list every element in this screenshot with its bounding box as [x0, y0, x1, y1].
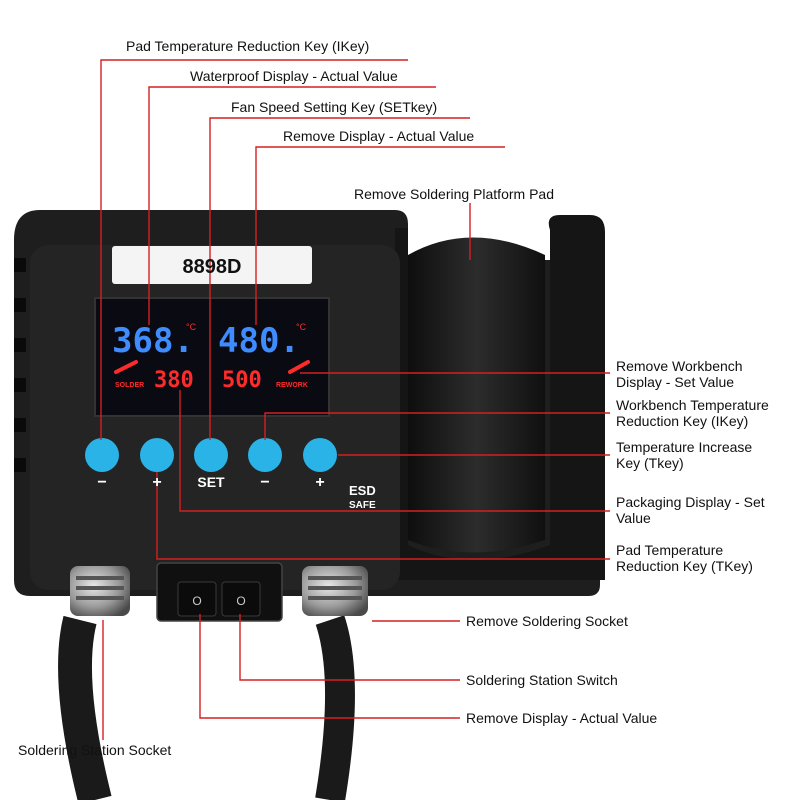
label-fan-speed: Fan Speed Setting Key (SETkey) [231, 99, 437, 115]
label-remove-workbench-display: Remove Workbench Display - Set Value [616, 358, 786, 390]
solder-label: SOLDER [115, 382, 144, 389]
esd-top-text: ESD [349, 483, 376, 498]
key-5-label: + [315, 474, 324, 491]
rework-cable [330, 620, 340, 800]
rework-label: REWORK [276, 382, 308, 389]
label-station-switch: Soldering Station Switch [466, 672, 618, 688]
esd-bottom-text: SAFE [349, 500, 376, 511]
label-pad-temp-reduction-t: Pad Temperature Reduction Key (TKey) [616, 542, 786, 574]
rework-set-value: 500 [222, 368, 262, 393]
label-remove-soldering-socket: Remove Soldering Socket [466, 613, 628, 629]
switch-housing [157, 563, 282, 621]
label-packaging-display: Packaging Display - Set Value [616, 494, 766, 526]
rework-actual-value: 480. [218, 321, 300, 361]
key-1-circle [85, 438, 119, 472]
key-4-label: − [260, 474, 269, 491]
rework-socket [302, 566, 368, 616]
key-1-label: − [97, 474, 106, 491]
label-remove-display-top: Remove Display - Actual Value [283, 128, 474, 144]
key-3-circle [194, 438, 228, 472]
label-temp-increase: Temperature Increase Key (Tkey) [616, 439, 776, 471]
rework-unit: °C [296, 322, 307, 332]
key-5-circle [303, 438, 337, 472]
solder-actual-value: 368. [112, 321, 194, 361]
solder-socket [70, 566, 130, 616]
label-remove-display-bottom: Remove Display - Actual Value [466, 710, 657, 726]
switch-right-mark: O [236, 594, 245, 608]
key-3-label: SET [197, 474, 225, 490]
key-4-circle [248, 438, 282, 472]
key-2-circle [140, 438, 174, 472]
label-workbench-temp-reduction: Workbench Temperature Reduction Key (IKe… [616, 397, 798, 429]
cradle-scoop [408, 238, 545, 553]
solder-set-value: 380 [154, 368, 194, 393]
label-waterproof-display: Waterproof Display - Actual Value [190, 68, 398, 84]
label-station-socket: Soldering Station Socket [18, 742, 171, 758]
label-pad-temp-reduction: Pad Temperature Reduction Key (IKey) [126, 38, 369, 54]
front-panel [30, 245, 400, 590]
key-2-label: + [152, 474, 161, 491]
model-text: 8898D [183, 256, 242, 278]
switch-left-mark: O [192, 594, 201, 608]
label-remove-platform-pad: Remove Soldering Platform Pad [354, 186, 554, 202]
solder-cable [75, 620, 95, 800]
solder-unit: °C [186, 322, 197, 332]
